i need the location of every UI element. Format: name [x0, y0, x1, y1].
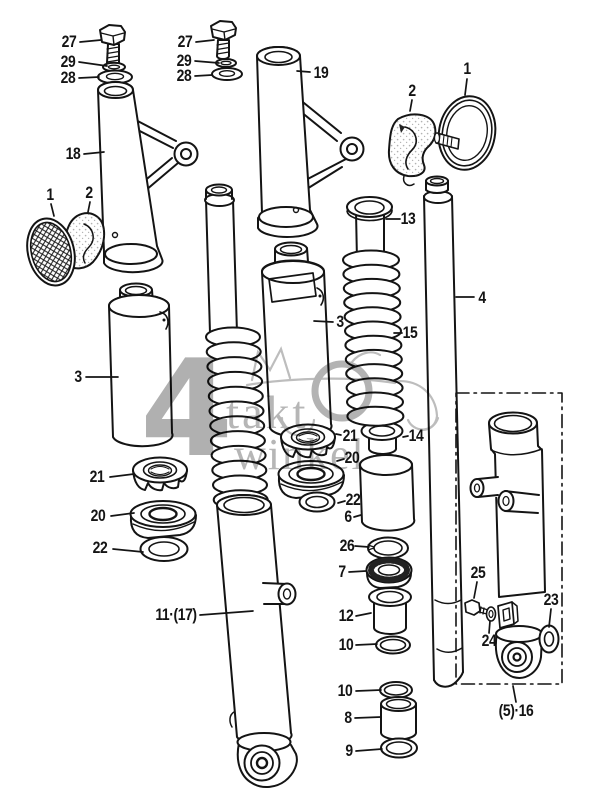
leader-line [87, 201, 91, 213]
fork-upper-cover-19 [256, 46, 365, 238]
leader-line [335, 433, 342, 436]
leader-line [355, 748, 383, 752]
fork-spring-center [205, 326, 269, 511]
fork-cover-3-left [108, 282, 174, 448]
leader-line [199, 610, 254, 616]
leader-line [79, 39, 102, 43]
leader-line [354, 716, 382, 719]
reflector-1-left [26, 217, 76, 287]
leader-line [488, 620, 491, 634]
leader-line [464, 78, 468, 96]
leader-line [402, 435, 409, 438]
reflector-1-right [433, 95, 497, 171]
bottom-case-5-16 [469, 411, 546, 679]
leader-line [109, 473, 135, 478]
fork-upper-cover-18 [97, 81, 199, 274]
bolt-27-left [97, 24, 133, 85]
oil-seal-7 [365, 556, 413, 589]
bolt-24 [464, 599, 519, 629]
piston-8 [380, 696, 418, 741]
leader-line [355, 643, 378, 646]
leader-line [355, 689, 382, 692]
leader-line [354, 545, 370, 548]
leader-line [50, 203, 55, 217]
leader-line [336, 458, 345, 462]
alternative-part-box [455, 392, 563, 685]
o-ring-10-upper [375, 635, 411, 655]
inner-fork-tube-11 [204, 183, 238, 334]
leader-line [353, 514, 362, 518]
leader-line [195, 39, 215, 43]
bolt-27-middle [210, 20, 243, 81]
spring-seat-6 [358, 453, 416, 532]
leader-line [512, 685, 517, 703]
leader-line [337, 500, 346, 504]
rubber-mount-2-right [387, 113, 437, 187]
leader-line [112, 548, 144, 553]
washer-22-center [298, 491, 336, 513]
leader-line [110, 512, 135, 517]
leader-line [473, 581, 478, 599]
leader-line [78, 61, 108, 67]
leader-line [313, 320, 334, 323]
castle-nut-21-left [132, 456, 188, 492]
washer-22-left [139, 536, 189, 562]
leader-line [548, 608, 552, 628]
leader-line [296, 70, 311, 73]
leader-line [83, 151, 105, 155]
ring-9 [380, 737, 418, 759]
fork-pipe-4 [423, 175, 464, 688]
leader-line [348, 570, 367, 573]
bushing-12 [368, 587, 412, 635]
leader-line [355, 612, 372, 617]
fork-slider-11 [216, 494, 298, 789]
leader-line [409, 99, 413, 112]
leader-line [78, 76, 100, 79]
leader-line [194, 74, 213, 77]
leader-line [194, 60, 220, 64]
